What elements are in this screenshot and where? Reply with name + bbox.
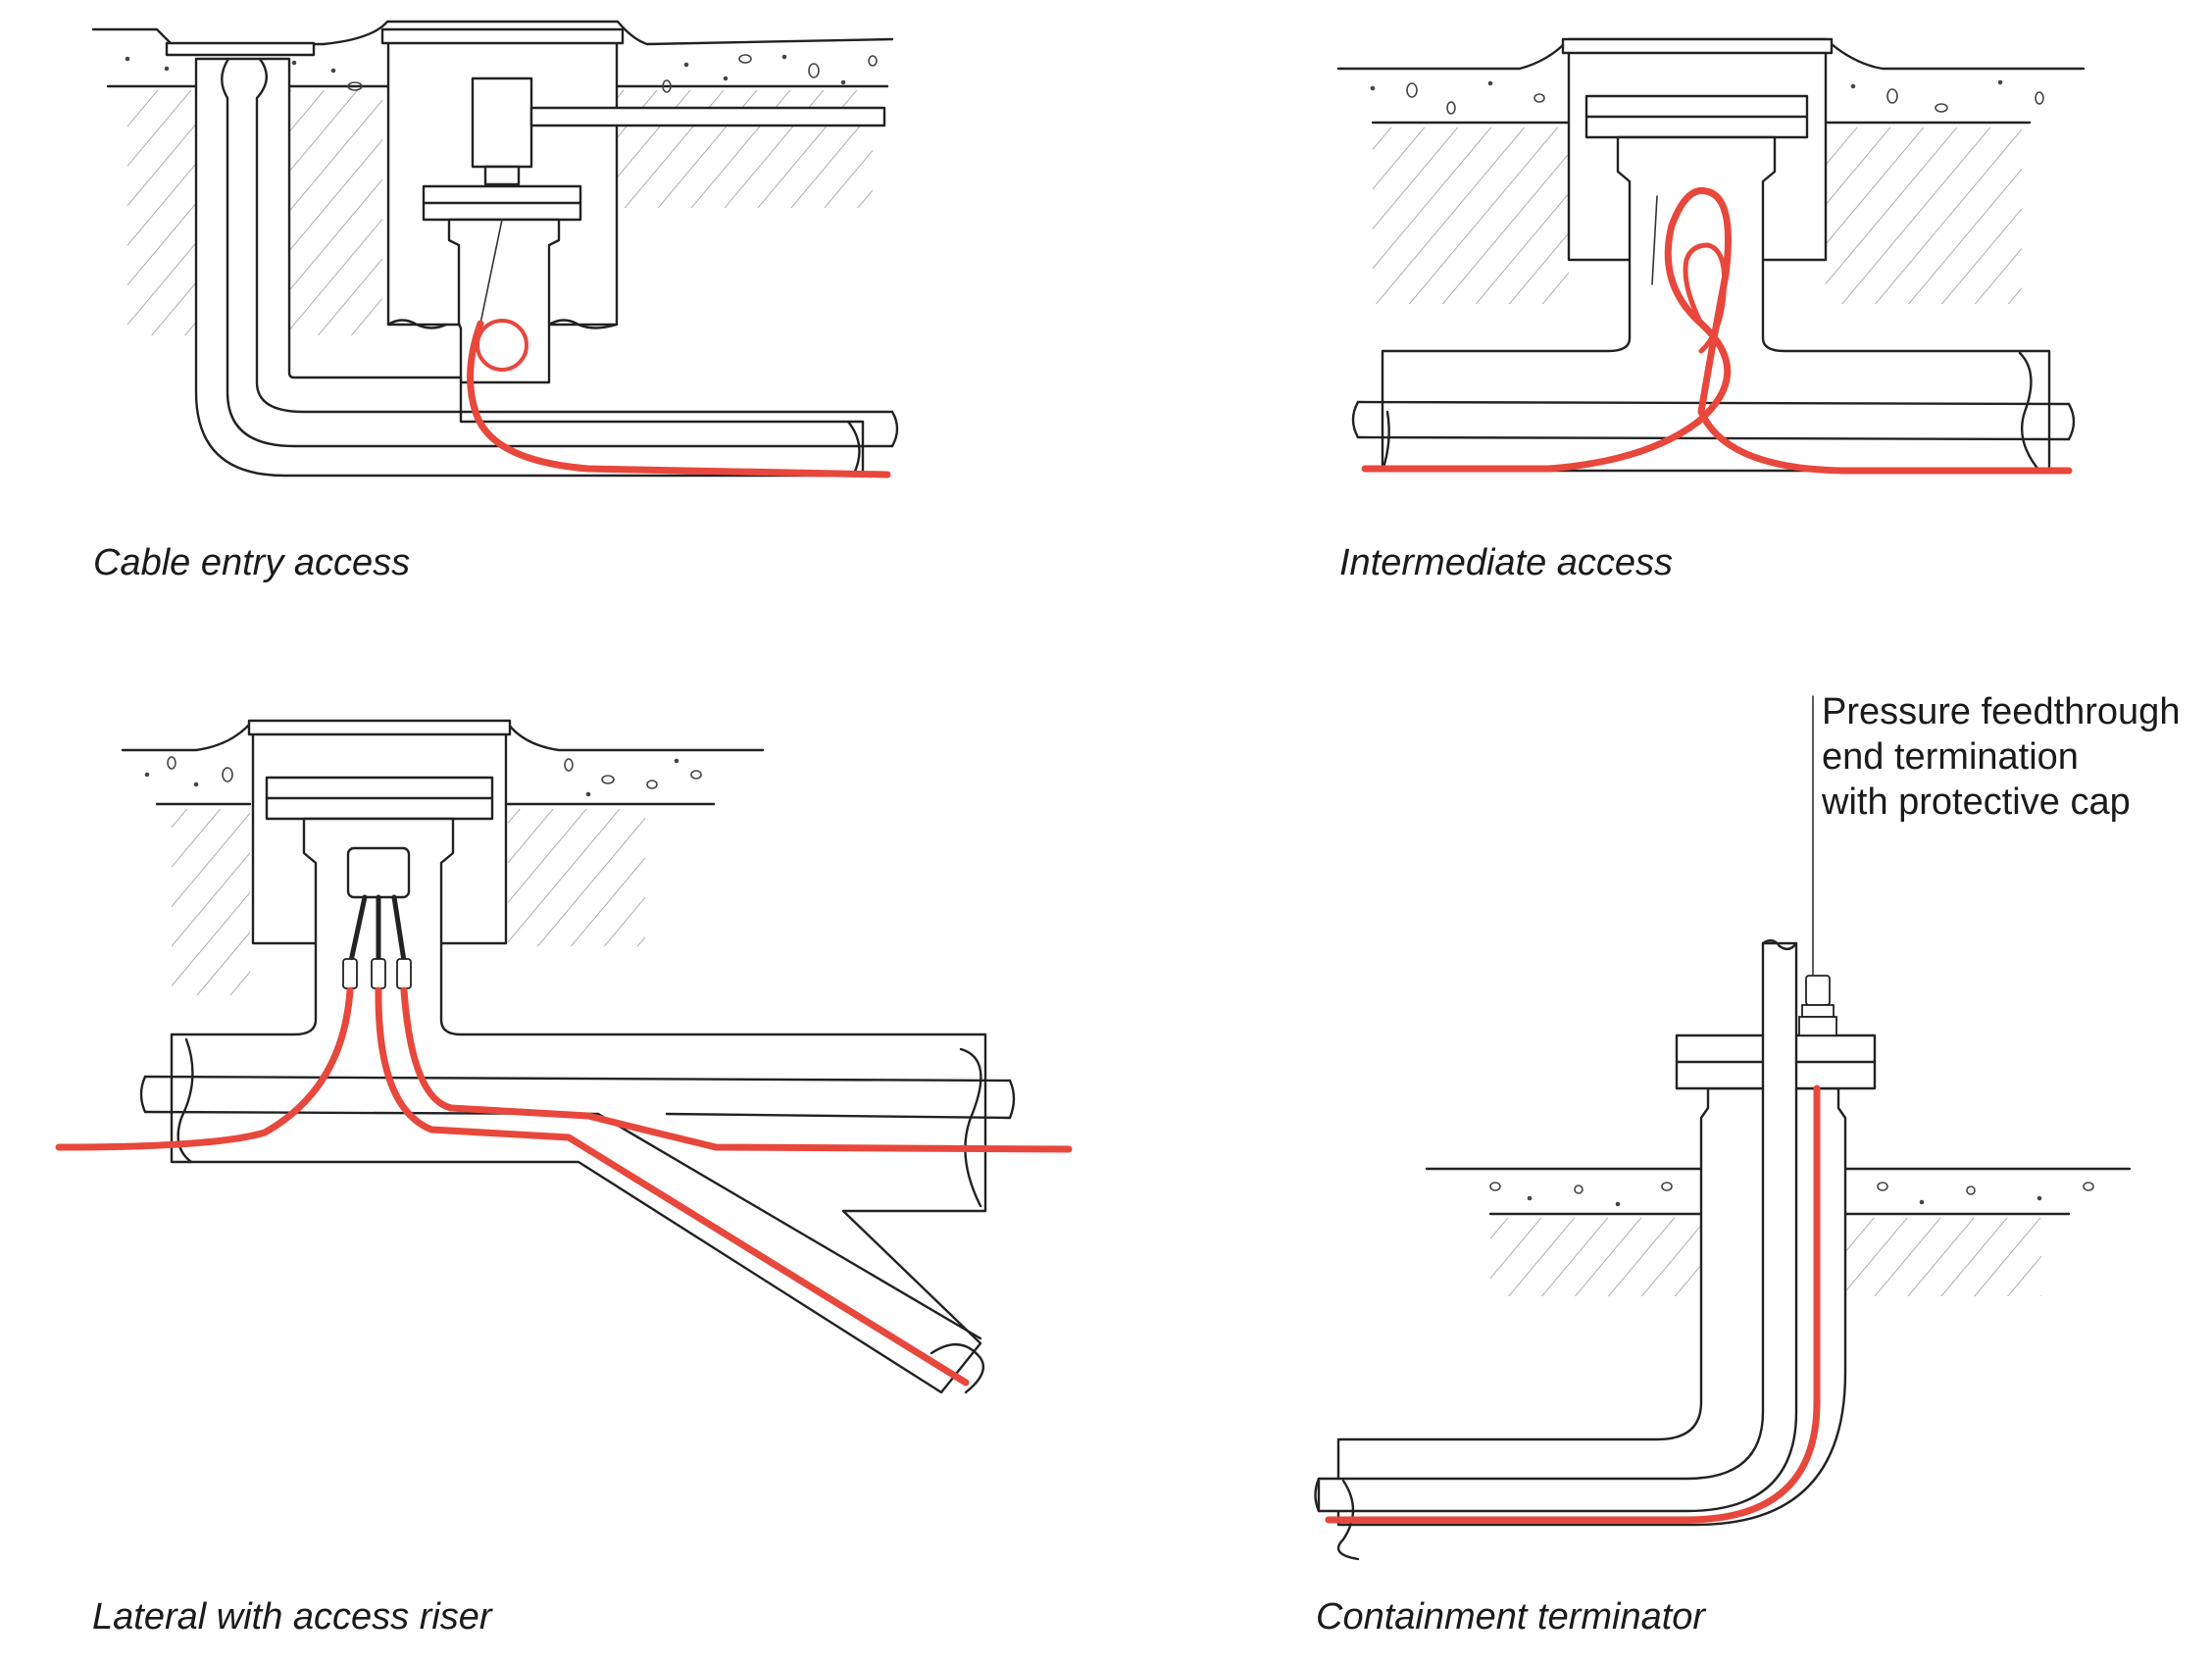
pressure-feedthrough (1798, 975, 1837, 1036)
caption-intermediate-access: Intermediate access (1339, 542, 1674, 583)
carrier-pipe (194, 57, 865, 478)
splice-connectors (342, 958, 412, 989)
caption-containment-terminator: Containment terminator (1316, 1596, 1706, 1638)
cold-lead (348, 894, 407, 964)
soil-hatch (1373, 127, 1569, 304)
vault-cover (1561, 37, 1834, 55)
soil-hatch (1490, 1218, 1706, 1296)
cable-loop (476, 319, 528, 372)
callout-line: Pressure feedthrough (1822, 691, 2181, 732)
containment-pipe (221, 57, 894, 448)
vault-cover (247, 719, 512, 736)
gravel-texture (144, 756, 702, 797)
panel-containment-terminator (1314, 695, 2132, 1561)
heating-cable (1325, 1084, 1821, 1524)
containment-pipe (1317, 941, 1798, 1513)
caption-lateral-with-access-riser: Lateral with access riser (92, 1596, 492, 1638)
gravel-texture (125, 54, 878, 93)
heating-cable (1361, 186, 2073, 475)
heating-cable (375, 986, 970, 1386)
panel-intermediate-access (1336, 37, 2086, 475)
carrier-pipe (1336, 1086, 1847, 1527)
gravel-texture (1489, 1182, 2094, 1207)
junction-box (471, 76, 533, 169)
heating-cable (467, 320, 891, 479)
gravel-texture (1370, 79, 2044, 115)
heating-cable (55, 986, 354, 1151)
heating-cable (400, 986, 1073, 1153)
ground-surface (91, 20, 894, 46)
callout-pressure-feedthrough: Pressure feedthrough end termination wit… (1822, 689, 2180, 825)
vault-cover (380, 27, 625, 45)
panel-lateral-with-access-riser (55, 719, 1073, 1394)
panel-cable-entry-access (91, 20, 899, 479)
caption-cable-entry-access: Cable entry access (93, 542, 411, 583)
riser-pipe (447, 218, 561, 384)
soil-hatch (1826, 127, 2022, 304)
callout-line: with protective cap (1822, 781, 2131, 823)
heating-cable-loop (1683, 242, 1728, 354)
soil-hatch (172, 809, 250, 995)
splice-box (346, 846, 411, 899)
callout-line: end termination (1822, 736, 2079, 778)
conduit-stub (529, 106, 886, 127)
soil-hatch (1845, 1218, 2041, 1296)
soil-hatch (508, 809, 645, 946)
